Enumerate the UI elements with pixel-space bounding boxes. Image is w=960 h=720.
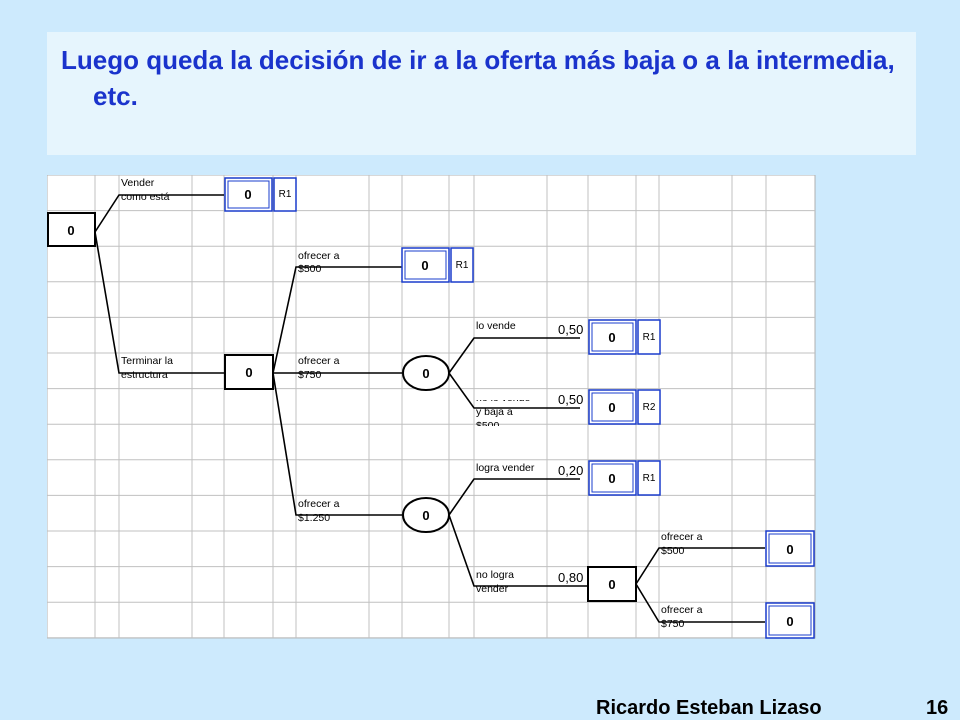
prob-logra-vender: 0,20 (558, 463, 583, 478)
terminal-offer-500: 0 R1 (401, 247, 474, 283)
svg-text:y baja a: y baja a (476, 406, 513, 418)
page-number: 16 (926, 697, 949, 719)
sub-offer-750-label: ofrecer a $750 (661, 604, 703, 630)
svg-text:$1.250: $1.250 (298, 512, 330, 524)
svg-text:lo vende: lo vende (476, 320, 516, 332)
prob-no-logra: 0,80 (558, 570, 583, 585)
terminal-no-lo-vende: 0 R2 (588, 389, 661, 425)
tag-r1: R1 (279, 189, 292, 200)
no-lo-vende-label: no lo vende y baja a $500 (476, 392, 530, 432)
svg-text:0: 0 (608, 471, 615, 486)
svg-text:$500: $500 (476, 420, 500, 432)
svg-text:0: 0 (608, 577, 615, 592)
prob-no-lo-vende: 0,50 (558, 392, 583, 407)
svg-text:0: 0 (421, 258, 428, 273)
chance-node-1250: 0 (402, 497, 450, 533)
offer-1250-label: ofrecer a $1.250 (298, 498, 340, 524)
svg-text:0: 0 (245, 365, 252, 380)
no-logra-label: no logra vender (476, 569, 514, 595)
terminal-sub-offer-500: 0 (765, 530, 815, 567)
svg-text:ofrecer a: ofrecer a (298, 498, 340, 510)
svg-text:R1: R1 (456, 260, 469, 271)
author-name: Ricardo Esteban Lizaso (596, 697, 822, 719)
svg-text:0: 0 (422, 508, 429, 523)
svg-text:R1: R1 (643, 473, 656, 484)
chance-node-750: 0 (402, 355, 450, 391)
svg-text:R2: R2 (643, 402, 656, 413)
lo-vende-label: lo vende (476, 320, 516, 332)
svg-text:ofrecer a: ofrecer a (298, 355, 340, 367)
svg-text:0: 0 (422, 366, 429, 381)
svg-text:ofrecer a: ofrecer a (661, 531, 703, 543)
svg-text:0: 0 (244, 187, 251, 202)
svg-text:ofrecer a: ofrecer a (661, 604, 703, 616)
svg-text:R1: R1 (643, 332, 656, 343)
grid (47, 175, 816, 639)
branch-vender-label: Vender como está (121, 177, 170, 203)
terminal-lo-vende: 0 R1 (588, 319, 661, 355)
logra-vender-label: logra vender (476, 462, 535, 474)
svg-text:Vender: Vender (121, 177, 155, 189)
svg-text:como está: como está (121, 191, 170, 203)
svg-text:vender: vender (476, 583, 509, 595)
prob-lo-vende: 0,50 (558, 322, 583, 337)
terminal-sub-offer-750: 0 (765, 602, 815, 639)
svg-text:0: 0 (608, 400, 615, 415)
svg-text:ofrecer a: ofrecer a (298, 250, 340, 262)
decision-node-no-logra: 0 (587, 566, 637, 602)
tree-branches (94, 194, 765, 623)
root-decision-node: 0 (47, 212, 96, 247)
svg-text:0: 0 (608, 330, 615, 345)
terminal-logra-vender: 0 R1 (588, 460, 661, 496)
offer-750-label: ofrecer a $750 (298, 355, 340, 381)
svg-text:$750: $750 (661, 618, 685, 630)
title-box: Luego queda la decisión de ir a la ofert… (47, 32, 916, 155)
branch-terminar-label: Terminar la estructura (121, 355, 173, 381)
svg-text:no lo vende: no lo vende (476, 392, 530, 404)
svg-text:$750: $750 (298, 369, 322, 381)
decision-node-terminar: 0 (224, 354, 274, 390)
offer-500-label: ofrecer a $500 (298, 250, 340, 275)
svg-text:$500: $500 (298, 263, 322, 275)
svg-text:$500: $500 (661, 545, 685, 557)
svg-text:no logra: no logra (476, 569, 514, 581)
root-value: 0 (67, 223, 74, 238)
decision-tree-diagram: 0 Vender como está 0 R1 Terminar la estr… (47, 175, 816, 639)
svg-text:0: 0 (786, 542, 793, 557)
svg-text:Terminar la: Terminar la (121, 355, 173, 367)
svg-text:0: 0 (786, 614, 793, 629)
terminal-vender: 0 R1 (224, 177, 297, 212)
svg-text:estructura: estructura (121, 369, 168, 381)
sub-offer-500-label: ofrecer a $500 (661, 531, 703, 557)
svg-text:logra vender: logra vender (476, 462, 535, 474)
slide-title: Luego queda la decisión de ir a la ofert… (61, 45, 895, 111)
